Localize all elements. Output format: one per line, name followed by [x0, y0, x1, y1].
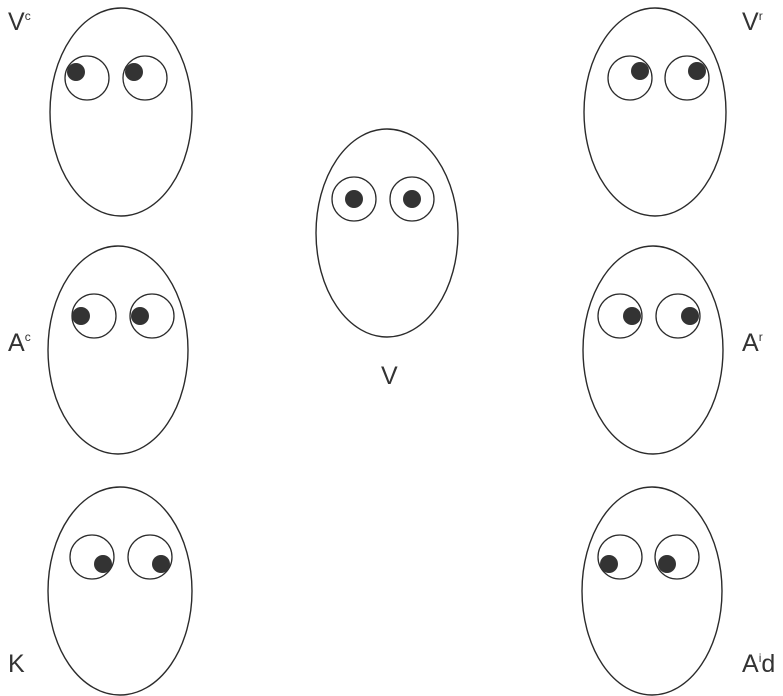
face-middle-right — [583, 246, 723, 454]
face-outline — [48, 487, 192, 695]
face-top-right — [584, 8, 726, 216]
left-pupil — [600, 555, 618, 573]
left-pupil — [631, 62, 649, 80]
right-pupil — [688, 62, 706, 80]
face-bottom-right — [582, 487, 722, 695]
face-outline — [584, 8, 726, 216]
label-middle-right: Ar — [742, 329, 763, 357]
face-outline — [583, 246, 723, 454]
face-outline — [316, 129, 458, 337]
face-center — [316, 129, 458, 337]
right-pupil — [681, 307, 699, 325]
label-middle-left: Ac — [8, 329, 31, 357]
right-pupil — [125, 63, 143, 81]
label-top-right: Vr — [742, 8, 763, 36]
face-outline — [50, 8, 192, 216]
label-center: V — [381, 362, 398, 390]
right-pupil — [131, 307, 149, 325]
left-pupil — [623, 307, 641, 325]
label-bottom-left: K — [8, 650, 25, 678]
face-outline — [48, 246, 188, 454]
left-pupil — [94, 555, 112, 573]
face-top-left — [50, 8, 192, 216]
right-pupil — [403, 190, 421, 208]
face-outline — [582, 487, 722, 695]
left-pupil — [72, 307, 90, 325]
left-pupil — [345, 190, 363, 208]
left-pupil — [67, 63, 85, 81]
right-pupil — [658, 555, 676, 573]
right-pupil — [152, 555, 170, 573]
label-top-left: Vc — [8, 8, 31, 36]
face-bottom-left — [48, 487, 192, 695]
label-bottom-right: Aid — [742, 650, 775, 678]
face-middle-left — [48, 246, 188, 454]
